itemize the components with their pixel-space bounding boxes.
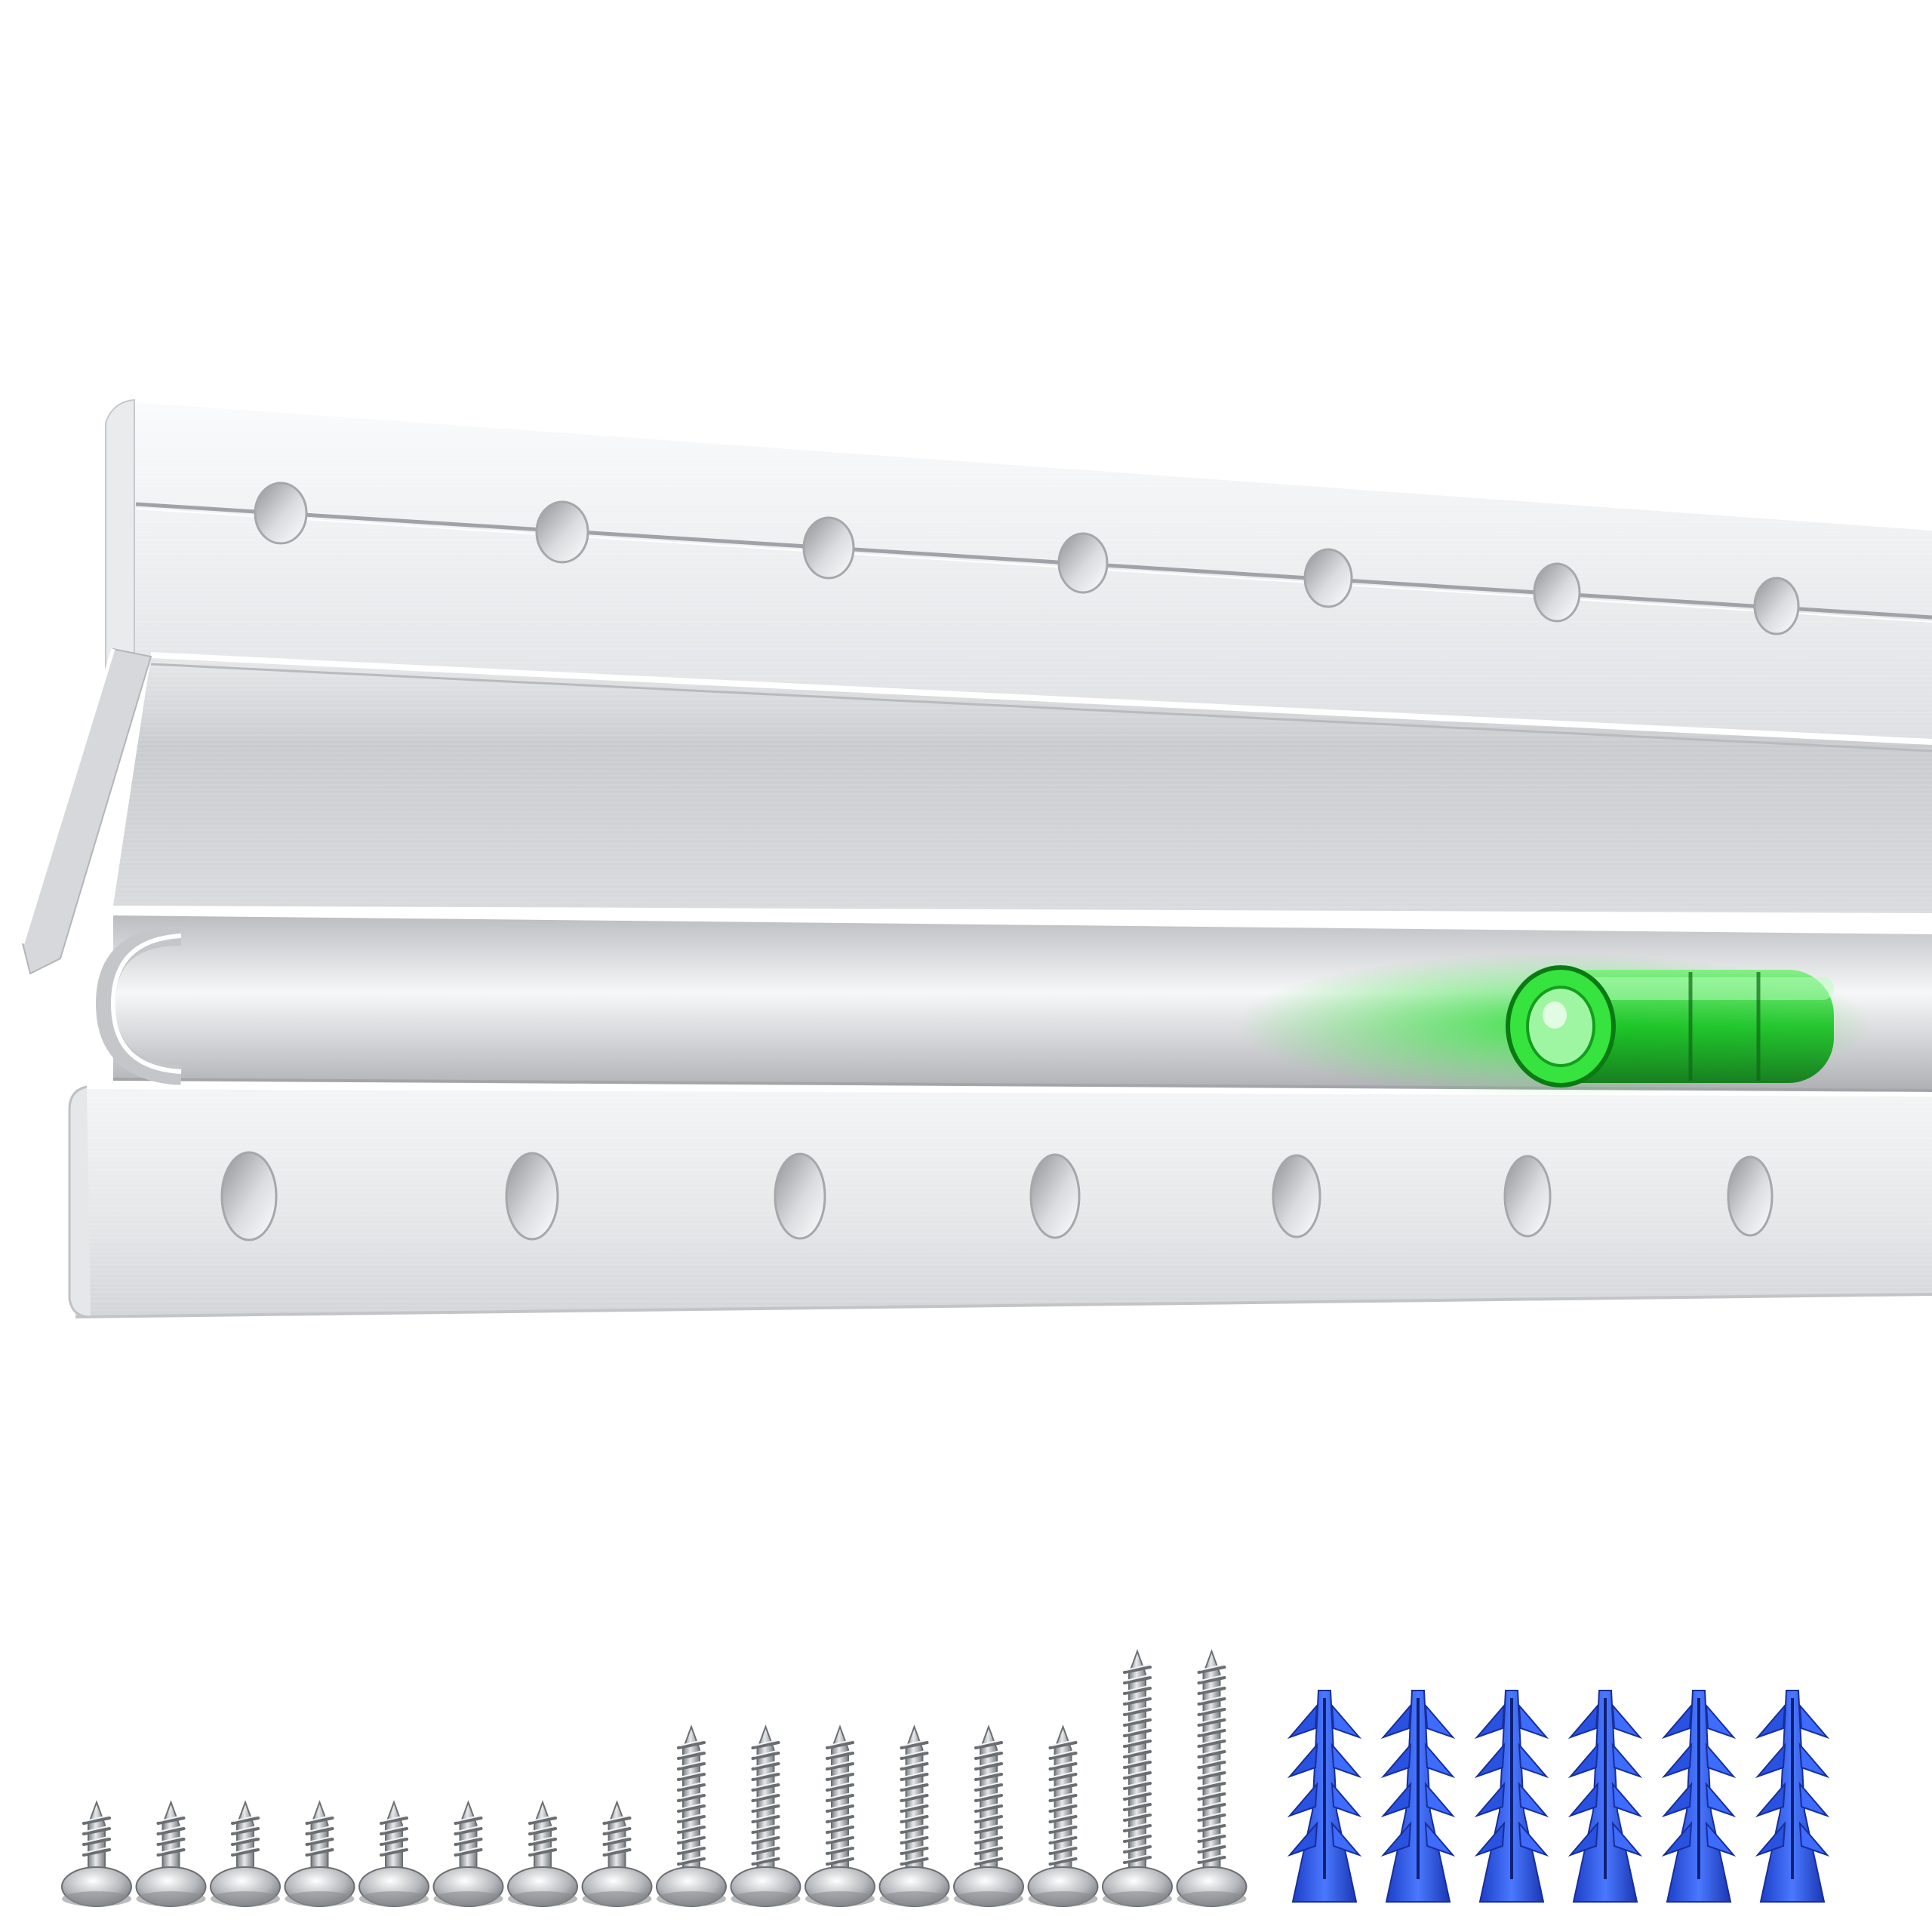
upper-hole — [1753, 577, 1800, 635]
long-screw — [1176, 1649, 1247, 1907]
upper-screw-holes — [254, 481, 1800, 635]
rail-end-profile — [21, 648, 152, 975]
wall-anchor — [1661, 1690, 1737, 1903]
lower-hole — [1503, 1155, 1552, 1238]
upper-hole — [254, 481, 308, 545]
rail-top-groove — [135, 502, 1932, 620]
lower-hole — [1727, 1155, 1774, 1237]
screws — [61, 1649, 1247, 1907]
medium-screw — [953, 1724, 1024, 1907]
lower-screw-holes — [220, 1151, 1774, 1241]
short-screw — [61, 1800, 132, 1907]
short-screw — [284, 1800, 355, 1907]
wall-anchor — [1755, 1690, 1830, 1903]
medium-screw — [656, 1724, 727, 1907]
wall-anchor — [1567, 1690, 1643, 1903]
upper-hole — [535, 500, 589, 564]
medium-screw — [730, 1724, 801, 1907]
wall-anchor — [1287, 1690, 1362, 1903]
upper-hole — [1303, 548, 1353, 608]
upper-hole — [802, 516, 855, 580]
short-screw — [432, 1800, 504, 1907]
medium-screw — [1027, 1724, 1099, 1907]
lower-hole — [1029, 1153, 1081, 1239]
short-screw — [358, 1800, 429, 1907]
medium-screw — [804, 1724, 875, 1907]
bubble-level — [1238, 953, 1872, 1097]
short-screw — [581, 1800, 653, 1907]
aluminum-rail — [20, 398, 1932, 1318]
upper-hole — [1057, 532, 1109, 594]
short-screw — [135, 1800, 207, 1907]
wall-anchor — [1380, 1690, 1456, 1903]
lower-hole — [774, 1152, 826, 1240]
short-screw — [210, 1800, 281, 1907]
lower-hole — [505, 1152, 559, 1241]
medium-screw — [878, 1724, 950, 1907]
lower-hole — [220, 1151, 278, 1241]
wall-anchor — [1474, 1690, 1549, 1903]
lower-hole — [1272, 1154, 1321, 1238]
upper-hole — [1533, 562, 1581, 623]
hardware-set — [61, 1649, 1830, 1907]
long-screw — [1102, 1649, 1173, 1907]
wall-anchors — [1287, 1690, 1830, 1903]
short-screw — [507, 1800, 578, 1907]
